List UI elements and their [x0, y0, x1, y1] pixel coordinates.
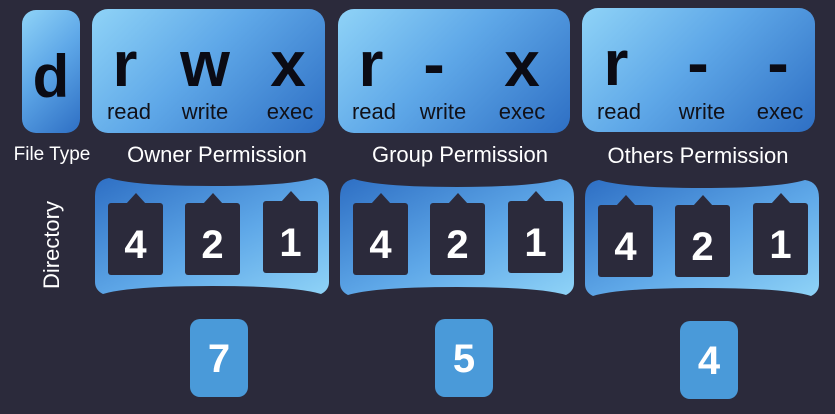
file-type-value: Directory	[39, 201, 64, 290]
owner-read-symbol: r	[112, 28, 138, 100]
group-exec-label: exec	[498, 99, 546, 124]
others-exec-label: exec	[756, 99, 804, 124]
group-write-value-box: 2	[430, 193, 485, 275]
group-permission-title: Group Permission	[371, 142, 549, 167]
group-exec-value-box: 1	[508, 191, 563, 273]
group-read-value-box: 4	[353, 193, 408, 275]
owner-total-box: 7	[190, 319, 248, 397]
owner-write-value: 2	[201, 223, 224, 267]
group-total: 5	[452, 337, 476, 381]
owner-exec-symbol: x	[270, 28, 306, 100]
group-read-value: 4	[369, 223, 392, 267]
group-read-label: read	[351, 99, 397, 124]
group-permission-card: r - x read write exec	[338, 9, 570, 133]
others-read-value-box: 4	[598, 195, 653, 277]
group-write-value: 2	[446, 223, 469, 267]
group-write-label: write	[419, 99, 467, 124]
others-exec-value-box: 1	[753, 193, 808, 275]
owner-exec-label: exec	[266, 99, 314, 124]
others-total: 4	[697, 339, 721, 383]
others-exec-symbol: -	[767, 27, 789, 99]
group-total-box: 5	[435, 319, 493, 397]
group-exec-symbol: x	[504, 28, 540, 100]
others-write-value: 2	[691, 225, 714, 269]
group-read-symbol: r	[358, 28, 384, 100]
owner-read-label: read	[106, 99, 152, 124]
owner-write-label: write	[181, 99, 229, 124]
others-read-label: read	[596, 99, 642, 124]
group-exec-value: 1	[524, 221, 547, 265]
owner-read-value: 4	[124, 223, 147, 267]
others-write-value-box: 2	[675, 195, 730, 277]
others-permission-card: r - - read write exec	[582, 8, 815, 132]
owner-permission-card: r w x read write exec	[92, 9, 325, 133]
group-write-symbol: -	[423, 28, 445, 100]
owner-exec-value-box: 1	[263, 191, 318, 273]
others-read-value: 4	[614, 225, 637, 269]
others-total-box: 4	[680, 321, 738, 399]
owner-total: 7	[207, 337, 231, 381]
owner-write-symbol: w	[180, 28, 230, 100]
others-read-symbol: r	[603, 27, 629, 99]
owner-permission-title: Owner Permission	[127, 142, 307, 167]
file-type-label: File Type	[13, 144, 91, 165]
others-write-label: write	[678, 99, 726, 124]
owner-read-value-box: 4	[108, 193, 163, 275]
file-type-card: d	[22, 10, 80, 133]
others-exec-value: 1	[769, 223, 792, 267]
file-type-letter: d	[32, 43, 70, 110]
owner-write-value-box: 2	[185, 193, 240, 275]
others-permission-title: Others Permission	[607, 143, 789, 168]
owner-exec-value: 1	[279, 221, 302, 265]
others-write-symbol: -	[687, 27, 709, 99]
